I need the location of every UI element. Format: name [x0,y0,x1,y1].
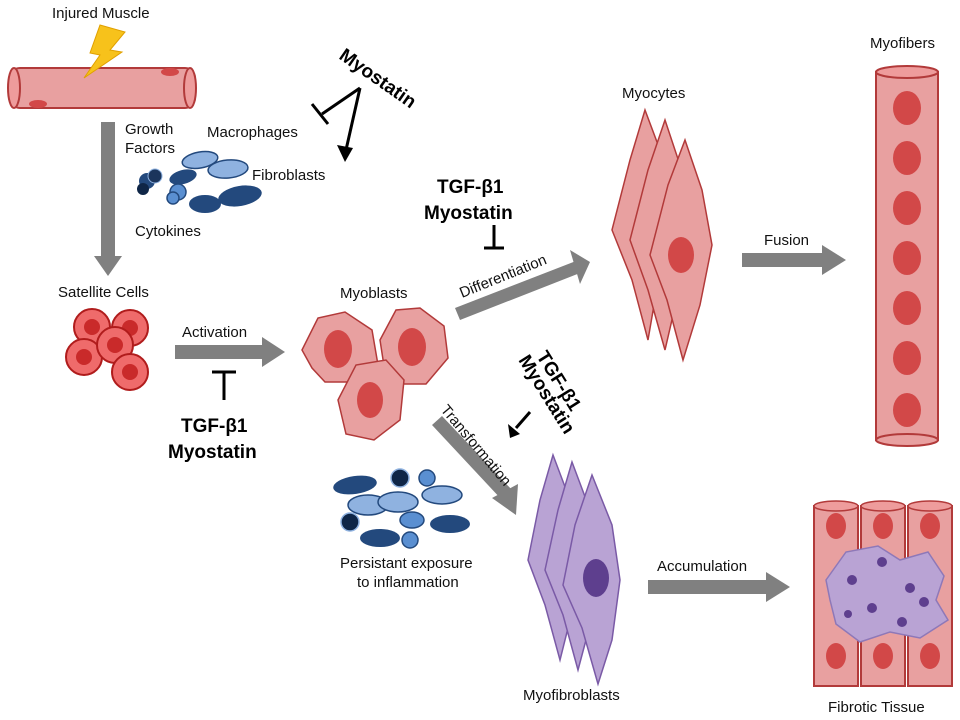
myocyte-cells [611,107,713,363]
transformation-arrow-head-icon [508,424,520,438]
myostatin-activation-label: Myostatin [168,442,257,463]
fibroblasts-label: Fibroblasts [252,167,325,184]
arrow-head-icon [337,145,353,162]
satellite-cells-label: Satellite Cells [58,284,149,301]
injured-muscle-fiber [7,67,197,109]
myostatin-differentiation-label: Myostatin [424,203,513,224]
myofibroblast-cells [527,452,621,687]
myoblast-cells [301,307,449,441]
tgf-differentiation-label: TGF-β1 [437,177,504,198]
persistant-exposure-line2: to inflammation [357,574,459,591]
inhibit-bar-icon [310,103,330,125]
fibrotic-tissue-label: Fibrotic Tissue [828,699,925,716]
transformation-arrow-line [514,411,532,429]
differentiation-inhibit-icon [484,225,504,250]
activation-label: Activation [182,324,247,341]
myocytes-label: Myocytes [622,85,685,102]
injured-muscle-label: Injured Muscle [52,5,150,22]
immune-cells-bottom [333,468,470,549]
transformation-label: Transformation [437,402,515,490]
activation-inhibit-icon [212,370,236,400]
tgf-activation-label: TGF-β1 [181,416,248,437]
arrow-accumulation [648,572,790,602]
arrow-muscle-to-satellite [94,122,122,276]
myofiber [875,65,939,447]
accumulation-label: Accumulation [657,558,747,575]
arrow-activation [175,337,285,367]
factors-label: Factors [125,140,175,157]
fibrotic-tissue [813,500,953,687]
satellite-cells-cluster [65,308,149,391]
fusion-label: Fusion [764,232,809,249]
myofibers-label: Myofibers [870,35,935,52]
lightning-bolt-icon [83,24,126,79]
arrow-fusion [742,245,846,275]
arrow-differentiation [455,250,590,320]
myostatin-arrow-line [344,87,362,151]
macrophages-label: Macrophages [207,124,298,141]
growth-label: Growth [125,121,173,138]
myostatin-top-label: Myostatin [335,45,420,113]
persistant-exposure-line1: Persistant exposure [340,555,473,572]
immune-cells-top [137,150,262,213]
arrow-transformation [432,416,518,515]
myostatin-inhibit-line [321,86,361,116]
cytokines-label: Cytokines [135,223,201,240]
myoblasts-label: Myoblasts [340,285,408,302]
myofibroblasts-label: Myofibroblasts [523,687,620,704]
